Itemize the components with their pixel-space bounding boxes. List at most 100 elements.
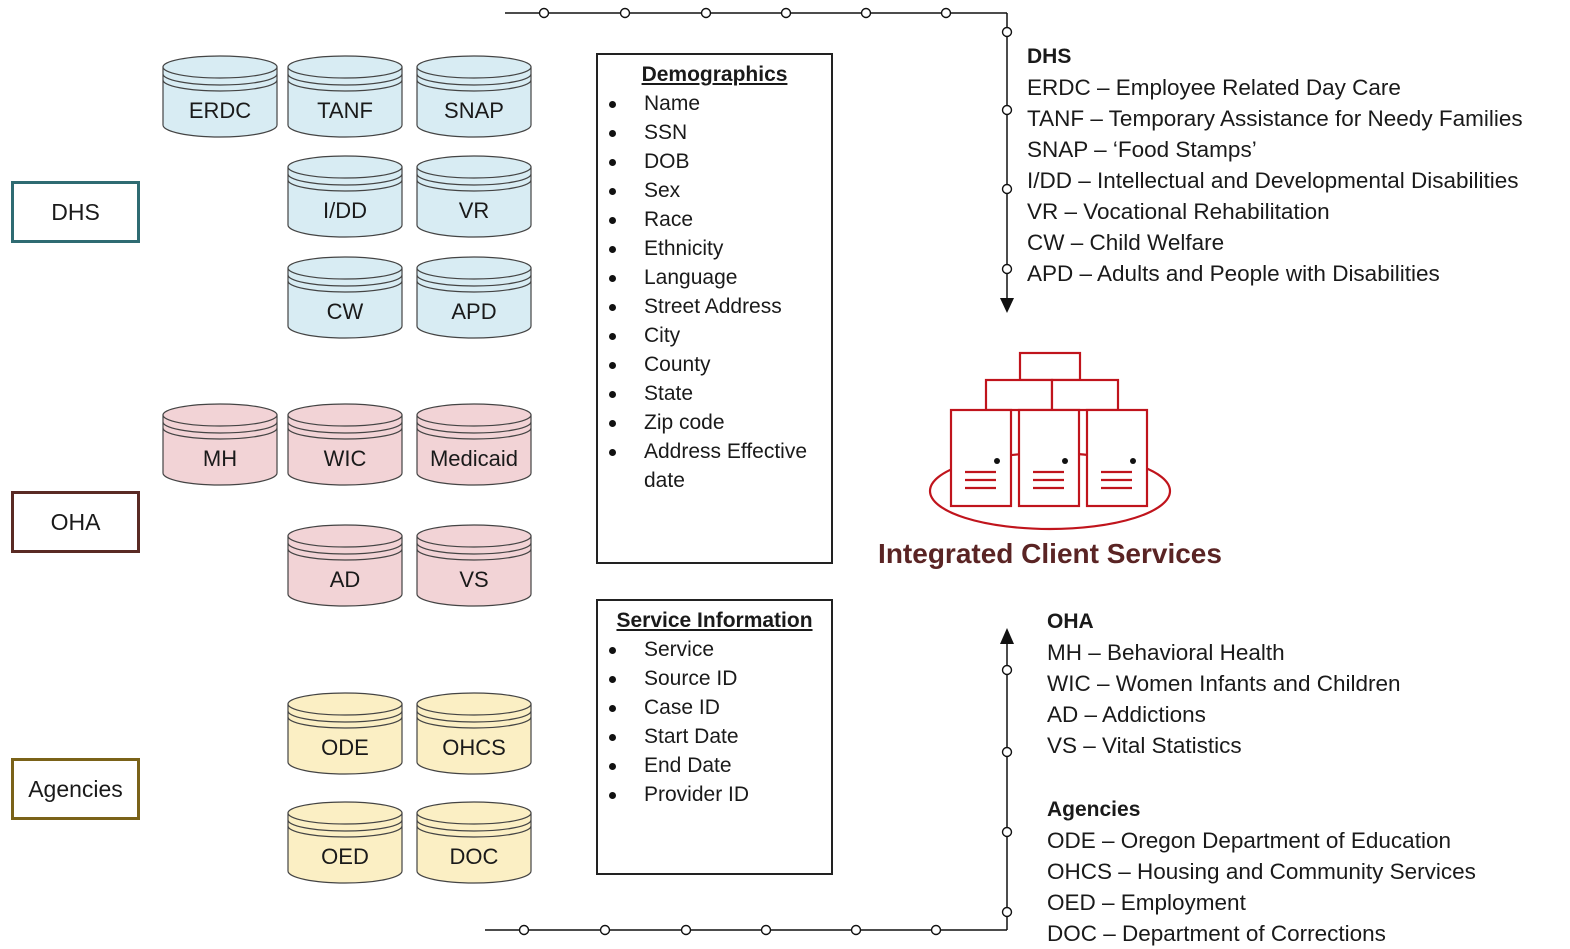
database-erdc: ERDC [162,55,278,139]
dhs-legend-heading: DHS [1027,45,1072,68]
database-wic: WIC [287,403,403,487]
junction-node [1001,906,1013,918]
junction-node [1001,746,1013,758]
junction-node [930,924,942,936]
database-ode: ODE [287,692,403,776]
database-label: MH [202,446,238,471]
database-vs: VS [416,524,532,608]
junction-node [1001,104,1013,116]
demographics-field-item: Language [598,263,831,292]
agencies-legend-heading: Agencies [1047,798,1141,821]
service-info-field-item: Case ID [598,693,831,722]
oha-legend-entry: MH – Behavioral Health [1047,640,1285,665]
demographics-field-item: Zip code [598,408,831,437]
service-info-field-item: Provider ID [598,780,831,809]
service-info-field-item: Start Date [598,722,831,751]
demographics-field-item: Sex [598,176,831,205]
database-i-dd: I/DD [287,155,403,239]
up-arrowhead [1000,628,1014,644]
database-label: SNAP [444,98,504,123]
oha-legend-heading: OHA [1047,610,1094,633]
dhs-legend-entry: SNAP – ‘Food Stamps’ [1027,137,1257,162]
database-ohcs: OHCS [416,692,532,776]
demographics-field-item: Address Effective date [598,437,831,495]
service-info-field-item: Source ID [598,664,831,693]
dhs-legend-entry: I/DD – Intellectual and Developmental Di… [1027,168,1519,193]
oha-legend-entry: AD – Addictions [1047,702,1206,727]
agencies-group-box: Agencies [11,758,140,820]
junction-node [860,7,872,19]
agencies-legend-entry: OED – Employment [1047,890,1246,915]
database-label: APD [451,299,497,324]
demographics-field-item: SSN [598,118,831,147]
junction-node [538,7,550,19]
database-label: ERDC [188,98,252,123]
demographics-field-item: Race [598,205,831,234]
database-label: OHCS [442,735,506,760]
demographics-field-item: City [598,321,831,350]
database-label: VS [459,567,489,592]
oha-group-box: OHA [11,491,140,553]
dhs-legend-entry: CW – Child Welfare [1027,230,1225,255]
database-cw: CW [287,256,403,340]
oha-group-label: OHA [50,508,101,535]
demographics-field-item: Ethnicity [598,234,831,263]
dhs-group-label: DHS [51,198,100,225]
demographics-field-item: Name [598,89,831,118]
database-snap: SNAP [416,55,532,139]
agencies-legend-entry: DOC – Department of Corrections [1047,921,1386,946]
database-ad: AD [287,524,403,608]
database-mh: MH [162,403,278,487]
junction-node [1001,826,1013,838]
junction-points [518,7,1013,936]
junction-node [940,7,952,19]
demographics-field-item: Street Address [598,292,831,321]
junction-node [780,7,792,19]
down-arrowhead [1000,298,1014,313]
database-oed: OED [287,801,403,885]
database-label: OED [321,844,369,869]
demographics-field-item: DOB [598,147,831,176]
junction-node [518,924,530,936]
service-info-title: Service Information [616,609,813,632]
database-label: DOC [449,844,499,869]
dhs-legend-entry: ERDC – Employee Related Day Care [1027,75,1401,100]
dhs-legend-entry: APD – Adults and People with Disabilitie… [1027,261,1440,286]
junction-node [1001,263,1013,275]
junction-node [1001,26,1013,38]
database-medicaid: Medicaid [416,403,532,487]
database-label: CW [326,299,364,324]
agencies-legend: Agencies ODE – Oregon Department of Educ… [1047,794,1476,949]
agencies-legend-entry: ODE – Oregon Department of Education [1047,828,1451,853]
service-info-field-item: Service [598,635,831,664]
database-label: ODE [321,735,369,760]
agencies-group-label: Agencies [28,775,123,802]
demographics-field-item: County [598,350,831,379]
demographics-field-item: State [598,379,831,408]
database-vr: VR [416,155,532,239]
junction-node [1001,664,1013,676]
database-label: WIC [323,446,367,471]
database-label: TANF [317,98,373,123]
demographics-title: Demographics [641,63,788,86]
integrated-client-services-title: Integrated Client Services [878,538,1222,569]
agencies-legend-entry: OHCS – Housing and Community Services [1047,859,1476,884]
junction-node [850,924,862,936]
database-label: I/DD [323,198,367,223]
junction-node [700,7,712,19]
junction-node [680,924,692,936]
junction-node [619,7,631,19]
database-label: VR [458,198,490,223]
database-label: Medicaid [429,446,519,471]
junction-node [1001,183,1013,195]
oha-legend-entry: WIC – Women Infants and Children [1047,671,1401,696]
